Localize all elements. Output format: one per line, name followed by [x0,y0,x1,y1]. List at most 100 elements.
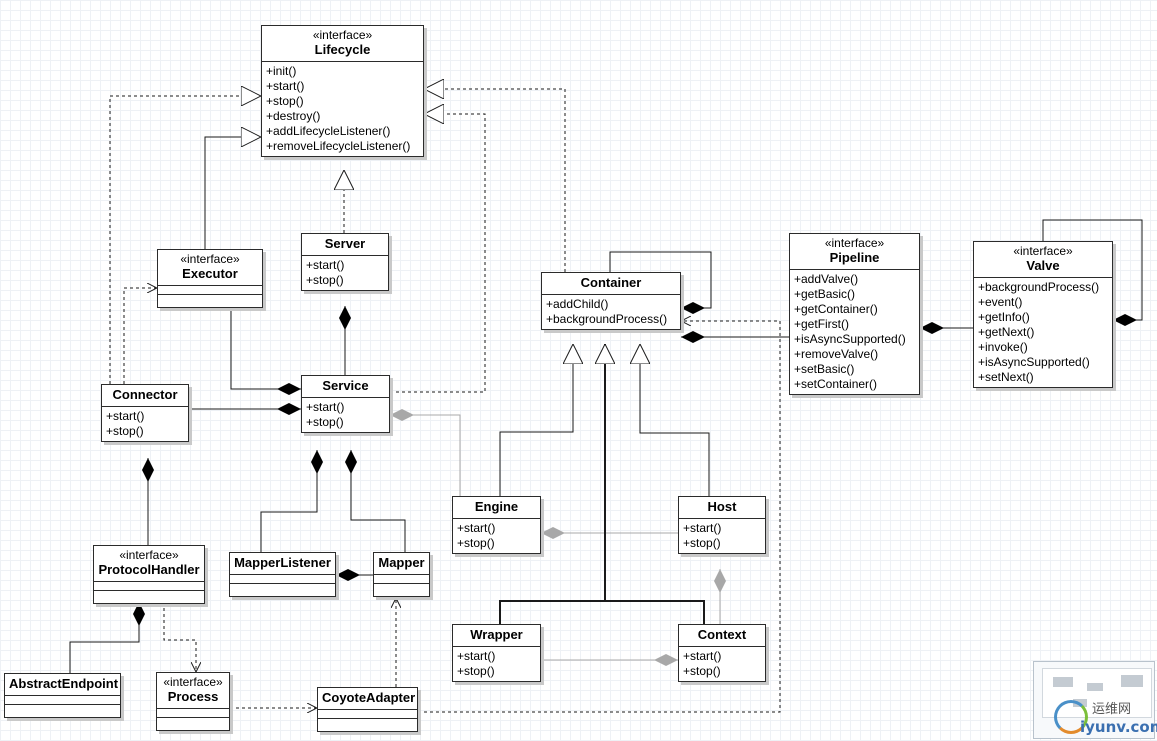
class-operation: +stop() [683,536,721,550]
extend-context-container [605,600,705,624]
class-operation: +isAsyncSupported() [794,332,906,346]
class-operation: +start() [457,521,496,535]
watermark-text: 运维网 [1092,702,1132,717]
class-operations [158,295,262,307]
class-name: AbstractEndpoint [9,676,119,691]
class-operation: +getBasic() [794,287,856,301]
class-operation: +getNext() [978,325,1035,339]
class-operation: +stop() [683,664,721,678]
class-attributes [5,696,120,705]
class-operations: +addChild()+backgroundProcess() [542,295,680,329]
class-context[interactable]: Context+start()+stop() [678,624,766,682]
class-attributes [157,709,229,718]
class-attributes [318,710,417,719]
extend-engine-container [499,344,573,496]
class-operations: +addValve()+getBasic()+getContainer()+ge… [790,270,919,394]
class-name: Wrapper [470,627,523,642]
class-mapper[interactable]: Mapper [373,552,430,597]
class-operation: +addLifecycleListener() [266,124,391,138]
watermark-logo-icon [1054,700,1088,734]
class-pipeline[interactable]: «interface»Pipeline+addValve()+getBasic(… [789,233,920,395]
compose-valve-self [1042,219,1143,326]
class-operation: +getContainer() [794,302,878,316]
class-abstractendpoint[interactable]: AbstractEndpoint [4,673,121,718]
class-valve[interactable]: «interface»Valve+backgroundProcess()+eve… [973,241,1113,388]
class-name: Mapper [378,555,425,570]
class-header: «interface»Lifecycle [262,26,423,62]
class-operations: +start()+stop() [679,519,765,553]
class-operations: +init()+start()+stop()+destroy()+addLife… [262,62,423,156]
class-lifecycle[interactable]: «interface»Lifecycle+init()+start()+stop… [261,25,424,157]
dependency-coyoteadapter-container [418,321,781,713]
class-operation: +start() [106,409,145,423]
class-operation: +addChild() [546,297,609,311]
class-operation: +stop() [306,273,344,287]
realize-service-lifecycle [390,114,486,393]
class-header: «interface»Pipeline [790,234,919,270]
class-header: «interface»Executor [158,250,262,286]
class-operation: +init() [266,64,297,78]
class-name: Service [322,378,369,393]
class-header: Service [302,376,389,398]
class-operation: +addValve() [794,272,859,286]
class-header: «interface»Valve [974,242,1112,278]
class-operation: +stop() [457,536,495,550]
class-operation: +start() [457,649,496,663]
class-mapperlistener[interactable]: MapperListener [229,552,336,597]
class-operations [374,584,429,596]
class-operation: +getFirst() [794,317,850,331]
class-stereotype: «interface» [1013,244,1073,258]
class-operation: +setNext() [978,370,1034,384]
compose-abstractendpoint-protocolhandler [69,602,145,673]
class-stereotype: «interface» [824,236,885,250]
class-name: Lifecycle [314,42,371,57]
class-connector[interactable]: Connector+start()+stop() [101,384,189,442]
class-header: «interface»Process [157,673,229,709]
class-protocolhandler[interactable]: «interface»ProtocolHandler [93,545,205,604]
class-operations [5,705,120,717]
class-container[interactable]: Container+addChild()+backgroundProcess() [541,272,681,330]
class-name: Executor [182,266,238,281]
extend-wrapper-container [499,344,605,624]
class-operation: +destroy() [266,109,321,123]
class-operations: +backgroundProcess()+event()+getInfo()+g… [974,278,1112,387]
class-wrapper[interactable]: Wrapper +start()+stop() [452,624,541,682]
class-name: Valve [1026,258,1060,273]
class-operation: +start() [306,400,345,414]
class-name: Engine [474,499,519,514]
class-process[interactable]: «interface»Process [156,672,230,731]
realize-container-lifecycle [424,89,566,272]
class-coyoteadapter[interactable]: CoyoteAdapter [317,687,418,732]
class-stereotype: «interface» [180,252,240,266]
class-operation: +start() [266,79,305,93]
class-operation: +start() [683,649,722,663]
class-attributes [230,575,335,584]
class-header: Wrapper [453,625,540,647]
class-operation: +event() [978,295,1023,309]
class-operations: +start()+stop() [679,647,765,681]
class-operation: +stop() [306,415,344,429]
class-name: Server [324,236,366,251]
class-host[interactable]: Host+start()+stop() [678,496,766,554]
class-executor[interactable]: «interface»Executor [157,249,263,308]
class-service[interactable]: Service +start()+stop() [301,375,390,433]
class-operation: +start() [306,258,345,272]
class-engine[interactable]: Engine +start()+stop() [452,496,541,554]
class-header: Engine [453,497,540,519]
dependency-protocolhandler-process [163,602,196,672]
extend-executor-lifecycle [204,137,261,249]
class-header: Container [542,273,680,295]
class-header: Server [302,234,388,256]
class-operations: +start()+stop() [302,398,389,432]
class-operation: +removeLifecycleListener() [266,139,411,153]
class-operations: +start()+stop() [453,647,540,681]
watermark-url: iyunv.com [1080,718,1157,736]
realize-connector-lifecycle [109,96,261,384]
class-header: «interface»ProtocolHandler [94,546,204,582]
class-header: MapperListener [230,553,335,575]
class-server[interactable]: Server +start()+stop() [301,233,389,291]
class-header: Connector [102,385,188,407]
class-operation: +isAsyncSupported() [978,355,1090,369]
class-operations [157,718,229,730]
